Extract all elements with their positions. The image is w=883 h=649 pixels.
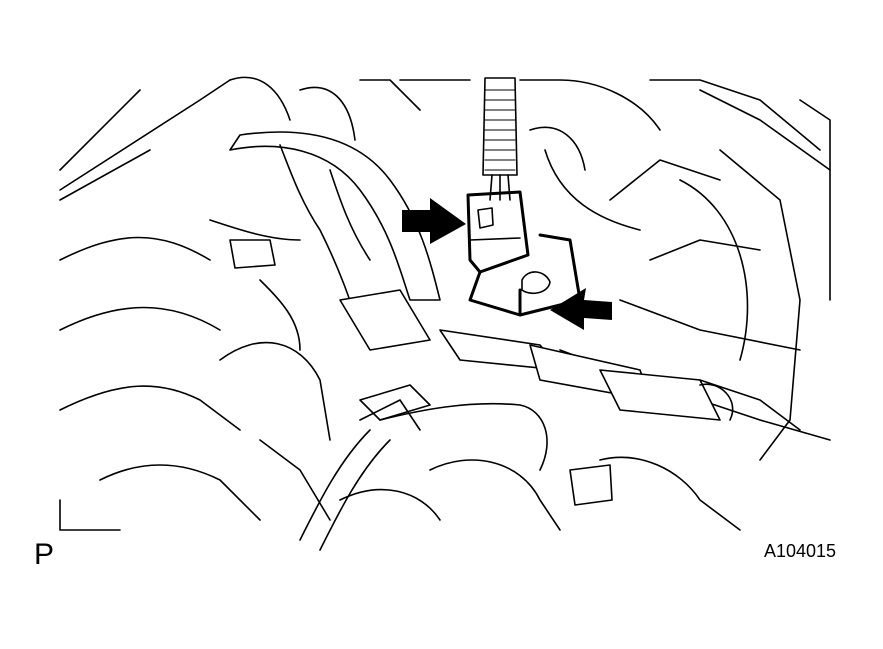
wiring-harness [482,77,518,201]
sensor-connector [466,190,582,317]
coolant-hose [209,131,441,351]
corner-letter: P [34,538,55,571]
figure-id: A104015 [764,541,837,561]
engine-background-lines [59,76,831,531]
arrow-left-icon [550,288,612,330]
fuel-pipe [299,329,734,551]
arrow-right-icon [402,198,466,244]
